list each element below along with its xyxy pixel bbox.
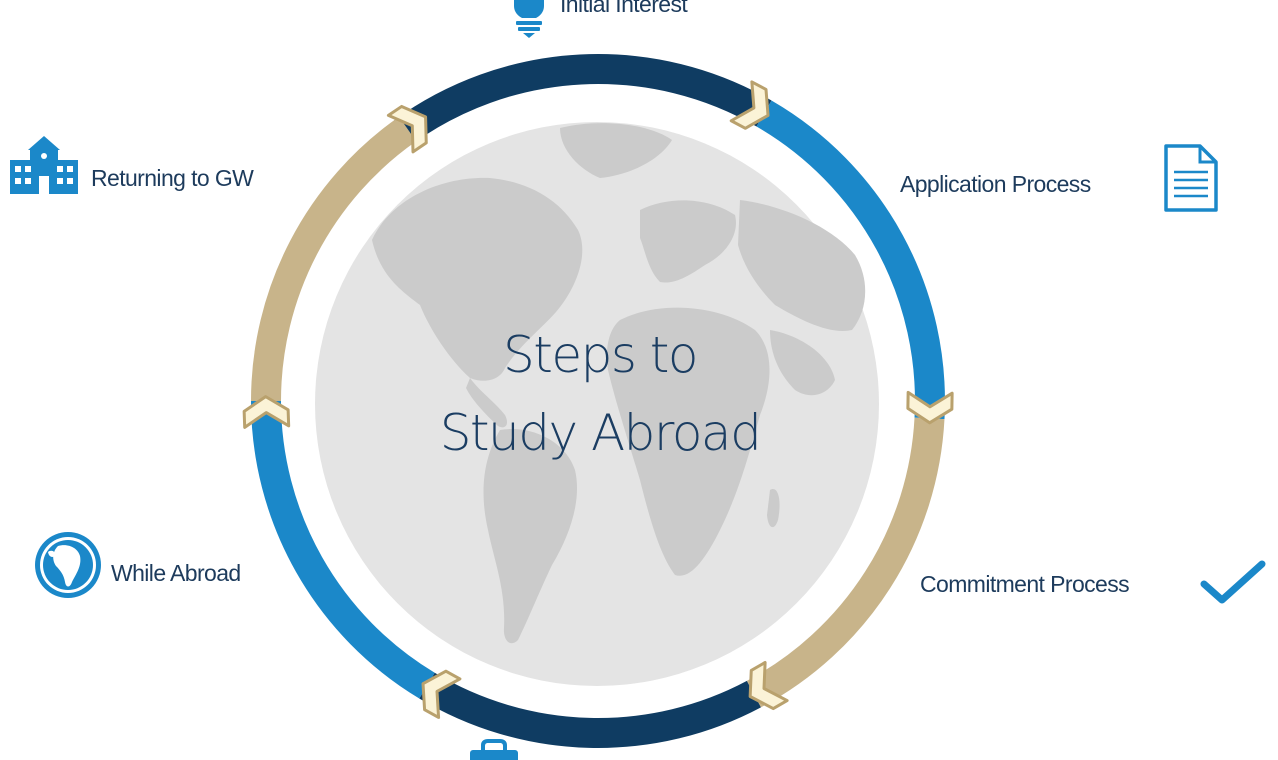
center-title-line-2: Study Abroad: [439, 404, 762, 462]
ring-segment-application-process: [756, 100, 945, 420]
arrow-chevron-6: [242, 395, 291, 429]
arrow-chevron-3: [906, 390, 954, 425]
ring-segment-while-abroad: [251, 400, 435, 699]
ring-segment-pre-departure: [419, 672, 761, 748]
step-label-commitment-process: Commitment Process: [920, 571, 1130, 597]
suitcase-icon: [470, 739, 518, 760]
center-title-line-1: Steps to: [503, 326, 698, 384]
world-globe: [315, 122, 879, 686]
continents: [372, 123, 866, 644]
globe-icon: [35, 532, 101, 598]
cycle-arrows: [242, 80, 954, 719]
ring-segment-commitment-process: [746, 417, 945, 708]
school-building-icon: [10, 136, 78, 194]
lightbulb-icon: [514, 0, 544, 38]
step-label-application-process: Application Process: [900, 171, 1091, 197]
ring-segment-initial-interest: [394, 54, 772, 145]
arrow-chevron-2: [729, 80, 770, 130]
arrow-chevron-5: [421, 669, 462, 719]
step-label-initial-interest: Initial Interest: [560, 0, 688, 17]
step-label-returning-to-gw: Returning to GW: [91, 165, 254, 191]
document-icon: [1164, 144, 1218, 212]
ring-segment-returning-to-gw: [251, 116, 417, 402]
cycle-ring: [251, 54, 945, 748]
checkmark-icon: [1200, 560, 1266, 604]
step-label-while-abroad: While Abroad: [111, 560, 241, 586]
arrow-chevron-1: [386, 104, 428, 154]
arrow-chevron-4: [748, 660, 789, 711]
